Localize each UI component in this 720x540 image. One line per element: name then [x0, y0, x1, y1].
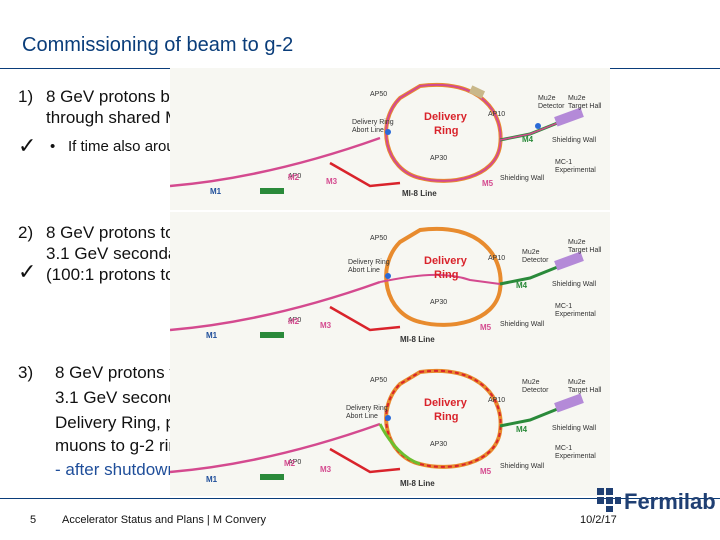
label-m5-d3: M5 — [480, 467, 492, 476]
label-m2-d2: M2 — [288, 317, 300, 326]
item-1-checkmark: ✓ — [18, 134, 37, 159]
label-mc1-2: Experimental — [555, 167, 596, 174]
label-mu2e-det-1-d2: Mu2e — [522, 249, 540, 256]
label-ap30-d2: AP30 — [430, 299, 447, 306]
label-mc1-2-d3: Experimental — [555, 453, 596, 460]
label-dr-abort-2: Abort Line — [352, 127, 384, 134]
label-ring-1-d3: Delivery — [424, 397, 468, 409]
label-mu2e-tgt-1-d2: Mu2e — [568, 239, 586, 246]
label-mc1-2-d2: Experimental — [555, 311, 596, 318]
label-shield-b-d2: Shielding Wall — [500, 321, 545, 328]
item-2-checkmark: ✓ — [18, 260, 37, 285]
label-ap10-d3: AP10 — [488, 397, 505, 404]
label-ring-2: Ring — [434, 125, 458, 137]
item-1-sub-bullet-icon: • — [50, 138, 56, 155]
label-mi8-d2: MI-8 Line — [400, 335, 435, 344]
label-ap10-d2: AP10 — [488, 255, 505, 262]
label-ring-1: Delivery — [424, 111, 468, 123]
label-mu2e-tgt-2-d3: Target Hall — [568, 387, 602, 394]
label-dr-abort-2-d2: Abort Line — [348, 267, 380, 274]
label-mi8: MI-8 Line — [402, 189, 437, 198]
label-ap0: AP0 — [288, 173, 301, 180]
label-mu2e-det-2-d2: Detector — [522, 257, 549, 264]
item-2-number: 2) — [18, 223, 34, 242]
label-ap50-d2: AP50 — [370, 235, 387, 242]
label-m3-d2: M3 — [320, 321, 332, 330]
footer-divider — [0, 498, 720, 499]
label-m4-d2: M4 — [516, 281, 528, 290]
label-mi8-d3: MI-8 Line — [400, 479, 435, 488]
label-shield-b-d3: Shielding Wall — [500, 463, 545, 470]
item-3-after-shutdown: - after shutdown — [55, 460, 177, 479]
item-3-line-4: muons to g-2 ring — [55, 436, 188, 455]
label-m3-d3: M3 — [320, 465, 332, 474]
label-ap0-d2: AP0 — [288, 317, 301, 324]
label-ap10: AP10 — [488, 111, 505, 118]
label-mc1-1: MC-1 — [555, 159, 572, 166]
label-dr-abort-1: Delivery Ring — [352, 119, 394, 126]
beamline-diagram-3: AP50 AP10 AP30 AP0 Delivery Ring Abort L… — [170, 354, 610, 496]
label-m5-d2: M5 — [480, 323, 492, 332]
label-shield-d3: Shielding Wall — [552, 425, 597, 432]
label-m1-d2: M1 — [206, 331, 218, 340]
label-ap50: AP50 — [370, 91, 387, 98]
fermilab-logo-text: Fermilab — [624, 489, 716, 514]
label-m2-d3: M2 — [284, 459, 296, 468]
label-mu2e-tgt-2-d2: Target Hall — [568, 247, 602, 254]
label-m1-d3: M1 — [206, 475, 218, 484]
label-m2: M2 — [288, 173, 300, 182]
label-mu2e-tgt-1-d3: Mu2e — [568, 379, 586, 386]
fermilab-logo-icon — [597, 488, 621, 512]
label-mu2e-det-2: Detector — [538, 103, 565, 110]
label-dr-abort-1-d2: Delivery Ring — [348, 259, 390, 266]
footer-date: 10/2/17 — [580, 514, 617, 526]
label-ring-2-d3: Ring — [434, 411, 458, 423]
label-m5: M5 — [482, 179, 494, 188]
label-mu2e-det-1-d3: Mu2e — [522, 379, 540, 386]
item-1-number: 1) — [18, 87, 34, 106]
label-ap30-d3: AP30 — [430, 441, 447, 448]
label-ring-2-d2: Ring — [434, 269, 458, 281]
label-m4: M4 — [522, 135, 534, 144]
label-ap0-d3: AP0 — [288, 459, 301, 466]
label-m3: M3 — [326, 177, 338, 186]
label-ring-1-d2: Delivery — [424, 255, 468, 267]
label-mc1-1-d2: MC-1 — [555, 303, 572, 310]
item-3-number: 3) — [18, 363, 34, 382]
label-mu2e-tgt-1: Mu2e — [568, 95, 586, 102]
beamline-diagram-2: AP50 AP10 AP30 AP0 Delivery Ring Abort L… — [170, 212, 610, 354]
label-m1: M1 — [210, 187, 222, 196]
label-dr-abort-1-d3: Delivery Ring — [346, 405, 388, 412]
label-m4-d3: M4 — [516, 425, 528, 434]
label-mu2e-det-1: Mu2e — [538, 95, 556, 102]
label-ap30: AP30 — [430, 155, 447, 162]
label-dr-abort-2-d3: Abort Line — [346, 413, 378, 420]
item-1-line-2: through shared M4 — [46, 108, 189, 127]
label-shield: Shielding Wall — [552, 137, 597, 144]
page-number: 5 — [30, 514, 37, 526]
label-ap50-d3: AP50 — [370, 377, 387, 384]
label-shield-d2: Shielding Wall — [552, 281, 597, 288]
label-shield-b: Shielding Wall — [500, 175, 545, 182]
label-mu2e-tgt-2: Target Hall — [568, 103, 602, 110]
footer-presenter: Accelerator Status and Plans | M Convery — [62, 514, 267, 526]
slide-title: Commissioning of beam to g-2 — [22, 34, 294, 56]
label-mu2e-det-2-d3: Detector — [522, 387, 549, 394]
label-mc1-1-d3: MC-1 — [555, 445, 572, 452]
beamline-diagram-1: AP50 AP10 AP30 AP0 Delivery Ring Abort L… — [170, 68, 610, 210]
